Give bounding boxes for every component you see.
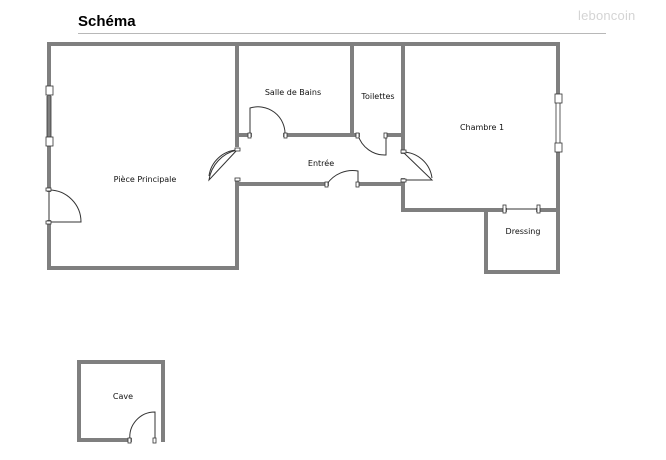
page-title: Schéma (78, 13, 136, 30)
watermark-logo: leboncoin (578, 8, 636, 23)
room-label-entree: Entrée (308, 158, 334, 168)
front-door (324, 170, 360, 188)
title-divider (78, 33, 606, 34)
window-left (45, 85, 54, 147)
door-piece-principale (45, 187, 82, 225)
door-chambre (400, 149, 434, 183)
walls (47, 42, 560, 442)
room-label-chambre: Chambre 1 (460, 123, 504, 132)
door-cave (127, 411, 157, 444)
room-label-cave: Cave (113, 392, 133, 401)
room-label-dressing: Dressing (506, 227, 541, 236)
door-entree-left (208, 147, 241, 182)
door-dressing (502, 204, 541, 214)
door-salle-de-bains (247, 106, 288, 139)
room-label-salle-de-bains: Salle de Bains (265, 88, 321, 97)
door-toilettes (355, 132, 388, 156)
room-label-piece-principale: Pièce Principale (114, 174, 177, 184)
window-right (554, 93, 563, 153)
room-label-toilettes: Toilettes (360, 92, 394, 101)
